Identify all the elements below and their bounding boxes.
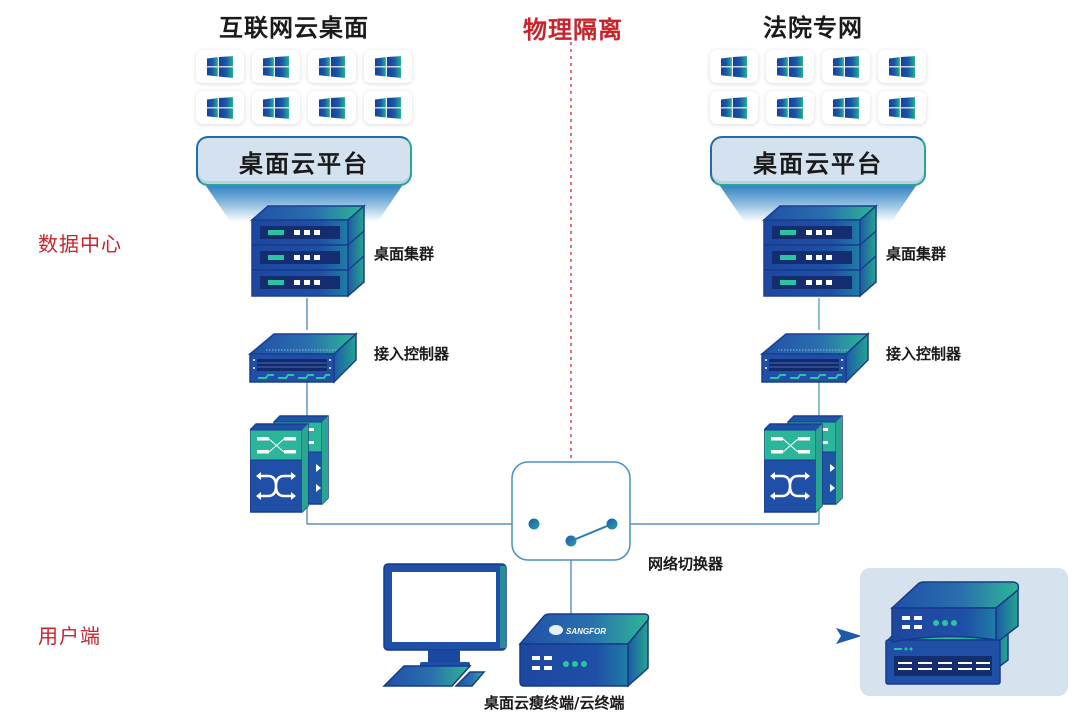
user-side-label: 用户端 [38,624,101,648]
right-access-controller-icon[interactable] [760,330,872,384]
desktop-tile[interactable] [878,50,926,83]
left-access-controller-icon[interactable] [248,330,360,384]
desktop-tile[interactable] [364,91,412,124]
desktop-tile[interactable] [364,50,412,83]
windows-icon [721,56,747,78]
left-cluster-label: 桌面集群 [374,245,435,263]
windows-icon [777,97,803,119]
right-controller-label: 接入控制器 [886,345,962,363]
sangfor-logo-icon [549,625,563,635]
desktop-pc-icon[interactable] [380,562,510,692]
desktop-tile[interactable] [878,91,926,124]
windows-icon [375,56,401,78]
right-cluster-server-icon[interactable] [760,204,880,300]
windows-icon [889,56,915,78]
windows-icon [263,56,289,78]
windows-icon [263,97,289,119]
left-desktop-grid [196,50,412,124]
right-desktop-grid [710,50,926,124]
windows-icon [833,97,859,119]
data-center-label: 数据中心 [38,232,122,256]
left-controller-label: 接入控制器 [374,345,450,363]
network-switcher-icon[interactable] [510,460,634,564]
left-core-switch-icon[interactable] [250,414,334,514]
desktop-tile[interactable] [252,91,300,124]
cloud-terminal-stack-icon[interactable] [884,580,1034,690]
windows-icon [319,97,345,119]
desktop-tile[interactable] [196,50,244,83]
switcher-label: 网络切换器 [648,555,724,573]
desktop-tile[interactable] [822,50,870,83]
desktop-tile[interactable] [822,91,870,124]
right-desktop-platform[interactable]: 桌面云平台 [710,136,926,186]
switch-port-right [606,518,618,530]
right-network-title: 法院专网 [763,14,863,42]
windows-icon [777,56,803,78]
left-platform-label: 桌面云平台 [239,149,369,178]
thin-client-terminal-icon[interactable]: SANGFOR [516,612,652,688]
right-core-switch-icon[interactable] [764,414,848,514]
left-cluster-server-icon[interactable] [248,204,368,300]
desktop-tile[interactable] [308,91,356,124]
desktop-tile[interactable] [710,91,758,124]
desktop-tile[interactable] [710,50,758,83]
desktop-tile[interactable] [766,50,814,83]
switch-port-common [565,535,577,547]
terminal-label: 桌面云瘦终端/云终端 [484,694,625,712]
desktop-tile[interactable] [196,91,244,124]
windows-icon [889,97,915,119]
windows-icon [833,56,859,78]
windows-icon [207,56,233,78]
left-desktop-platform[interactable]: 桌面云平台 [196,136,412,186]
brand-label: SANGFOR [566,627,606,636]
windows-icon [207,97,233,119]
desktop-tile[interactable] [308,50,356,83]
left-network-title: 互联网云桌面 [219,14,369,42]
windows-icon [375,97,401,119]
isolation-label: 物理隔离 [523,16,623,44]
desktop-tile[interactable] [766,91,814,124]
switch-port-left [528,518,540,530]
arrow-head-icon [836,628,862,644]
right-platform-label: 桌面云平台 [753,149,883,178]
windows-icon [721,97,747,119]
right-cluster-label: 桌面集群 [886,245,947,263]
desktop-tile[interactable] [252,50,300,83]
windows-icon [319,56,345,78]
